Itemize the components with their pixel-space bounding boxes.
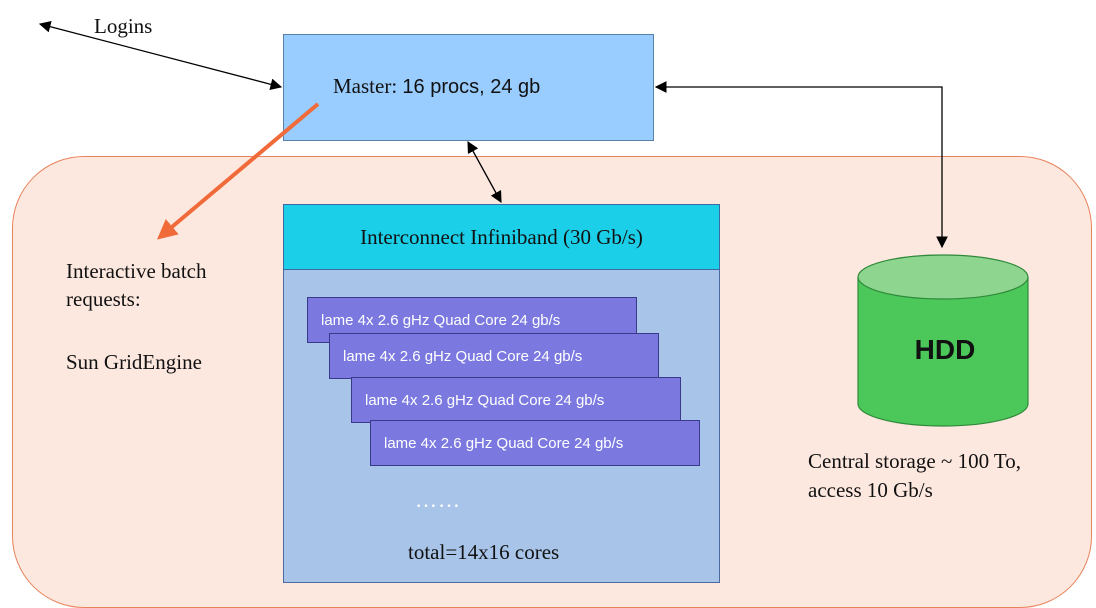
batch-line-2: requests: xyxy=(66,287,141,311)
interconnect-header: Interconnect Infiniband (30 Gb/s) xyxy=(283,204,720,270)
scheduler-label: Sun GridEngine xyxy=(66,350,202,374)
interconnect-title: Interconnect Infiniband (30 Gb/s) xyxy=(360,224,643,249)
compute-node-label: lame 4x 2.6 gHz Quad Core 24 gb/s xyxy=(343,347,583,365)
batch-requests-label: Interactive batch requests: xyxy=(66,257,207,313)
master-storage-arrow xyxy=(654,81,948,249)
master-interconnect-arrow xyxy=(467,140,502,204)
storage-line-2: access 10 Gb/s xyxy=(808,478,933,502)
more-nodes-ellipsis: …… xyxy=(415,487,461,512)
master-node-box xyxy=(283,34,654,141)
master-node-label: Master: 16 procs, 24 gb xyxy=(333,74,540,99)
master-label-prefix: Master: xyxy=(333,74,403,98)
compute-node-card: lame 4x 2.6 gHz Quad Core 24 gb/s xyxy=(351,377,681,423)
logins-arrow xyxy=(38,21,283,90)
hdd-cylinder-icon xyxy=(857,254,1029,427)
compute-node-label: lame 4x 2.6 gHz Quad Core 24 gb/s xyxy=(365,391,605,409)
hdd-label: HDD xyxy=(914,334,976,365)
storage-line-1: Central storage ~ 100 To, xyxy=(808,449,1022,473)
compute-node-label: lame 4x 2.6 gHz Quad Core 24 gb/s xyxy=(321,311,561,329)
compute-node-label: lame 4x 2.6 gHz Quad Core 24 gb/s xyxy=(384,434,624,452)
total-cores-label: total=14x16 cores xyxy=(408,540,560,564)
batch-line-1: Interactive batch xyxy=(66,259,207,283)
master-label-specs: 16 procs, 24 gb xyxy=(402,76,541,98)
batch-request-arrow xyxy=(156,102,320,240)
central-storage-label: Central storage ~ 100 To, access 10 Gb/s xyxy=(808,447,1021,505)
compute-node-card: lame 4x 2.6 gHz Quad Core 24 gb/s xyxy=(370,420,700,466)
